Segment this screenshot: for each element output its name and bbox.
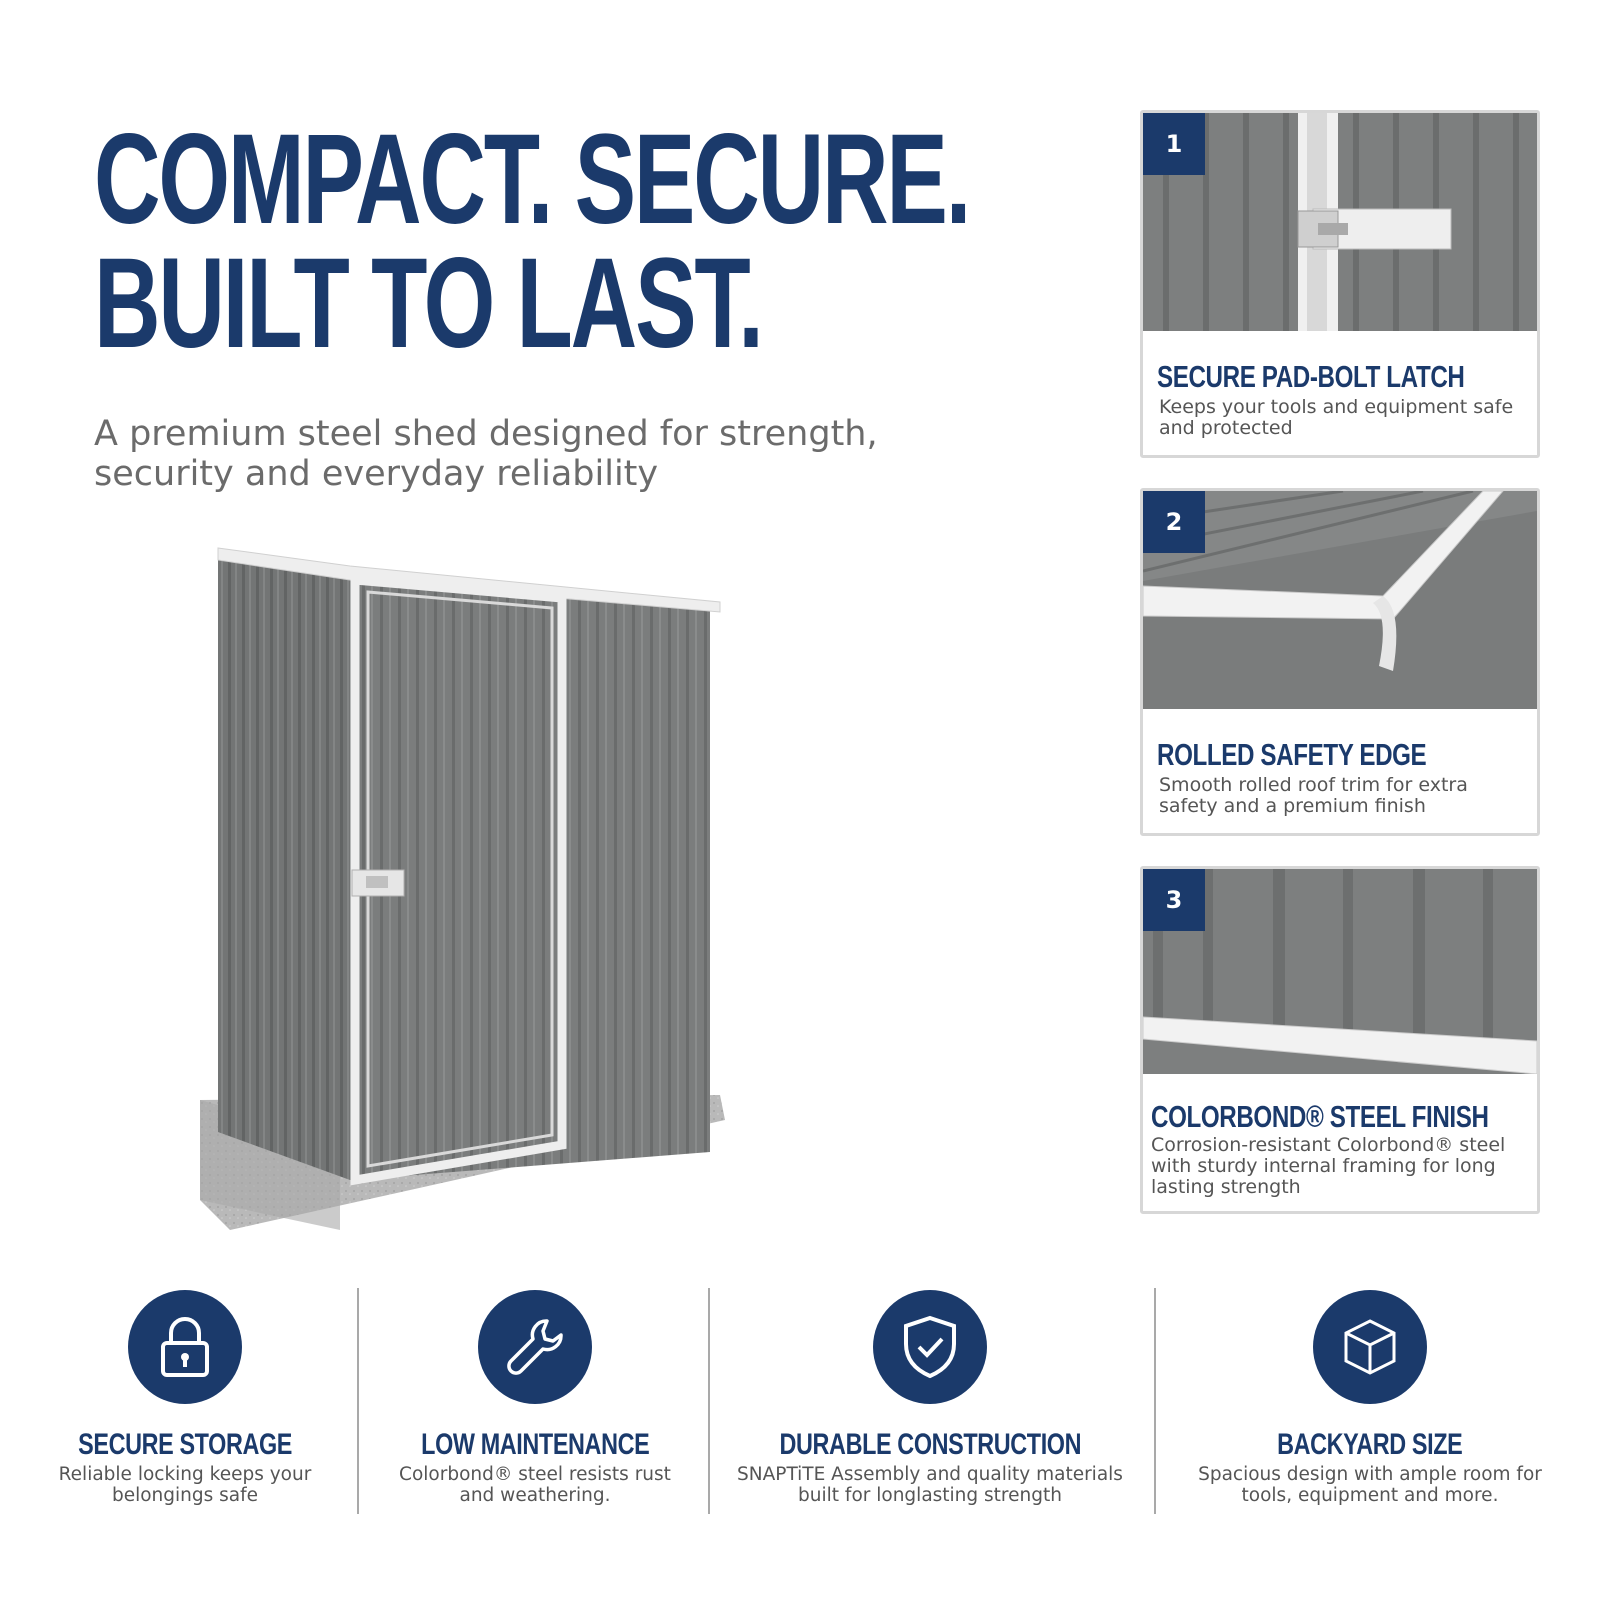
feature-card-latch: 1 SECURE PAD-BOLT LATCH Keeps your tools… bbox=[1140, 110, 1540, 458]
padlock-icon bbox=[128, 1290, 242, 1404]
card-description: Keeps your tools and equipment safe and … bbox=[1159, 396, 1514, 439]
headline-line-1: COMPACT. SECURE. bbox=[94, 108, 971, 251]
feature-title: LOW MAINTENANCE bbox=[420, 1428, 650, 1461]
subheadline: A premium steel shed designed for streng… bbox=[94, 414, 878, 494]
shed-image bbox=[200, 547, 725, 1230]
feature-description: Spacious design with ample room for tool… bbox=[1198, 1464, 1542, 1506]
feature-backyard-size: BACKYARD SIZE Spacious design with ample… bbox=[1180, 1290, 1560, 1506]
card-description: Smooth rolled roof trim for extra safety… bbox=[1159, 774, 1468, 817]
shield-check-icon bbox=[873, 1290, 987, 1404]
cube-icon bbox=[1313, 1290, 1427, 1404]
latch-photo bbox=[1143, 113, 1537, 331]
wrench-icon bbox=[478, 1290, 592, 1404]
feature-description: Reliable locking keeps your belongings s… bbox=[58, 1464, 312, 1506]
feature-secure-storage: SECURE STORAGE Reliable locking keeps yo… bbox=[40, 1290, 330, 1506]
feature-low-maintenance: LOW MAINTENANCE Colorbond® steel resists… bbox=[385, 1290, 685, 1506]
feature-card-colorbond: 3 COLORBOND® STEEL FINISH Corrosion-resi… bbox=[1140, 866, 1540, 1214]
feature-card-edge: 2 ROLLED SAFETY EDGE Smooth rolled roof … bbox=[1140, 488, 1540, 836]
feature-description: SNAPTiTE Assembly and quality materials … bbox=[737, 1464, 1123, 1506]
feature-title: BACKYARD SIZE bbox=[1277, 1428, 1463, 1461]
card-title: SECURE PAD-BOLT LATCH bbox=[1157, 359, 1465, 394]
divider bbox=[357, 1288, 359, 1514]
steel-panel-photo bbox=[1143, 869, 1537, 1074]
features-row: SECURE STORAGE Reliable locking keeps yo… bbox=[0, 1290, 1600, 1530]
card-number-badge: 1 bbox=[1143, 113, 1205, 175]
feature-description: Colorbond® steel resists rust and weathe… bbox=[399, 1464, 671, 1506]
card-title: COLORBOND® STEEL FINISH bbox=[1151, 1099, 1489, 1134]
divider bbox=[1154, 1288, 1156, 1514]
roof-edge-photo bbox=[1143, 491, 1537, 709]
card-title: ROLLED SAFETY EDGE bbox=[1157, 737, 1427, 772]
headline-line-2: BUILT TO LAST. bbox=[94, 232, 764, 375]
card-description: Corrosion-resistant Colorbond® steel wit… bbox=[1151, 1134, 1506, 1198]
headline: COMPACT. SECURE. BUILT TO LAST. bbox=[94, 108, 971, 375]
card-number-badge: 2 bbox=[1143, 491, 1205, 553]
feature-durable-construction: DURABLE CONSTRUCTION SNAPTiTE Assembly a… bbox=[730, 1290, 1130, 1506]
divider bbox=[708, 1288, 710, 1514]
feature-title: DURABLE CONSTRUCTION bbox=[779, 1428, 1081, 1461]
card-number-badge: 3 bbox=[1143, 869, 1205, 931]
feature-title: SECURE STORAGE bbox=[78, 1428, 292, 1461]
